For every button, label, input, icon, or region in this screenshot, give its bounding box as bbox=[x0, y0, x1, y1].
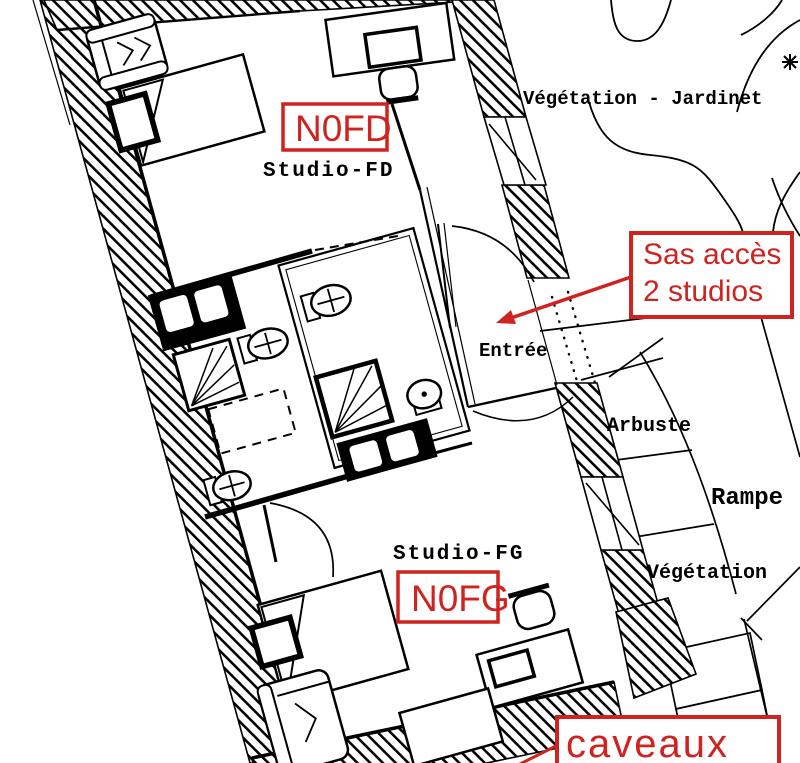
sink-fg bbox=[348, 438, 384, 473]
nightstand-fg bbox=[247, 613, 305, 671]
annotation-nofd-box bbox=[281, 102, 389, 152]
desk-fg bbox=[474, 627, 585, 710]
annotation-sas: Sas accès 2 studios bbox=[496, 231, 794, 324]
label-vegetation: Végétation bbox=[647, 562, 767, 585]
garden-path-right-curve bbox=[772, 171, 800, 233]
chair-fg bbox=[507, 582, 556, 631]
window-glazing bbox=[504, 116, 526, 186]
chair-fd-base bbox=[386, 95, 419, 105]
wc-fd-2 bbox=[202, 470, 252, 507]
property-line bbox=[32, 0, 71, 126]
windows bbox=[482, 116, 645, 551]
annotation-caveaux: caveaux bbox=[518, 715, 781, 763]
garden-path-u-curve bbox=[610, 0, 672, 42]
table-fg bbox=[397, 686, 505, 763]
chair-fg-back bbox=[507, 582, 550, 599]
doors bbox=[262, 222, 574, 578]
partition-fd-east bbox=[390, 103, 422, 191]
garden-path-s-curve bbox=[588, 101, 744, 234]
annotation-sas-box bbox=[629, 231, 794, 319]
shower-fd bbox=[171, 337, 247, 413]
sas-lower-door-swing bbox=[472, 396, 574, 422]
monitor-fd bbox=[362, 25, 423, 70]
label-entree: Entrée bbox=[479, 340, 547, 362]
sink-fd bbox=[192, 283, 230, 324]
exterior-walls bbox=[32, 0, 698, 763]
wc-fg bbox=[299, 283, 352, 323]
sas-west-wall bbox=[418, 189, 470, 408]
sofa-fg bbox=[256, 669, 350, 763]
label-rampe: Rampe bbox=[711, 485, 783, 512]
wall-corner bbox=[615, 597, 698, 700]
ramp-diagonal bbox=[608, 337, 664, 378]
annotation-sas-arrow-line bbox=[504, 275, 632, 322]
garden-path-tangent bbox=[740, 0, 783, 36]
nightstand-fd bbox=[104, 90, 162, 154]
entrance-threshold bbox=[527, 279, 558, 386]
sink-fd bbox=[158, 293, 196, 334]
annotation-caveaux-text: caveaux bbox=[566, 722, 729, 763]
garden-path-arc bbox=[736, 19, 800, 113]
ramp-far-edge bbox=[760, 316, 800, 458]
entrance-door-leaf bbox=[443, 222, 457, 328]
annotation-sas-line1: Sas accès bbox=[643, 238, 781, 271]
entrance-door-swing bbox=[451, 225, 535, 283]
fg-door-swing bbox=[269, 502, 334, 578]
annotation-caveaux-box bbox=[555, 715, 781, 763]
label-studio-fg: Studio-FG bbox=[393, 543, 524, 566]
label-studio-fd: Studio-FD bbox=[263, 160, 394, 183]
label-vegetation-jardinet: Végétation - Jardinet bbox=[523, 88, 762, 110]
annotation-nofd-text: N0FD bbox=[295, 108, 392, 149]
wall-right-b bbox=[500, 184, 571, 279]
partition-fg-bath bbox=[204, 472, 353, 520]
garden-paths bbox=[588, 0, 800, 237]
closet-dashed-fd bbox=[207, 387, 297, 455]
wc-fd bbox=[236, 327, 289, 365]
annotation-nofg: N0FG bbox=[396, 570, 510, 624]
armchair-arrow bbox=[133, 36, 152, 62]
entrance-door-leaf bbox=[437, 223, 451, 329]
sas-west-wall-inner bbox=[426, 186, 476, 405]
stairs-dotted-icon bbox=[550, 290, 597, 390]
sas-south-wall bbox=[467, 386, 557, 409]
armchair-arrow bbox=[116, 41, 135, 66]
plant-sparkle-icon bbox=[782, 54, 798, 70]
monitor-fg bbox=[486, 647, 537, 689]
garden-path-lower-curve bbox=[771, 177, 800, 237]
kitchenette-fd bbox=[147, 272, 247, 352]
annotation-nofg-text: N0FG bbox=[411, 578, 510, 619]
annotation-caveaux-leader bbox=[518, 742, 561, 763]
bathroom-core-fg-walls bbox=[277, 226, 471, 470]
wall-left bbox=[39, 0, 305, 763]
window-diagonal bbox=[585, 482, 640, 546]
shower-fg bbox=[313, 358, 395, 440]
washbasin-fg bbox=[406, 378, 443, 417]
chair-fd bbox=[378, 64, 419, 101]
armchair-fd bbox=[85, 13, 169, 91]
window-diagonal bbox=[488, 123, 537, 181]
desk-fd bbox=[324, 1, 456, 105]
annotation-sas-line2: 2 studios bbox=[643, 275, 763, 308]
wall-right-a bbox=[451, 0, 528, 118]
fg-door-leaf bbox=[262, 504, 278, 563]
ramp-rail-line bbox=[580, 357, 664, 381]
garden-line bbox=[746, 566, 800, 622]
label-arbuste: Arbuste bbox=[607, 415, 691, 438]
annotation-nofd: N0FD bbox=[281, 102, 392, 152]
annotation-nofg-box bbox=[396, 570, 500, 624]
ramp-right-edge bbox=[639, 351, 737, 595]
annotation-sas-arrowhead bbox=[496, 310, 516, 324]
sink-fg bbox=[384, 428, 421, 463]
kitchenette-fg bbox=[336, 418, 438, 482]
sofa-arrow bbox=[294, 702, 317, 743]
